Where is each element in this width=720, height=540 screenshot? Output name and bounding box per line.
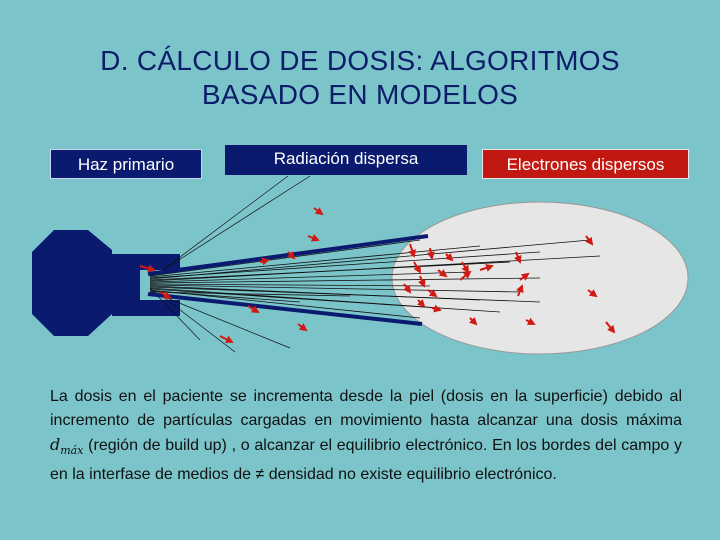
explanation-part-2: (región de build up) , o alcanzar el equ… bbox=[50, 437, 682, 484]
explanation-paragraph: La dosis en el paciente se incrementa de… bbox=[50, 385, 682, 487]
electron-arrows bbox=[139, 207, 616, 343]
linac-head bbox=[32, 230, 180, 336]
dmax-symbol: dmáx bbox=[50, 435, 84, 458]
dmax-subscript: máx bbox=[60, 444, 84, 458]
page-title: D. CÁLCULO DE DOSIS: ALGORITMOS BASADO E… bbox=[0, 44, 720, 112]
primary-beam-rays bbox=[149, 239, 601, 319]
dmax-letter: d bbox=[50, 435, 61, 454]
title-line-1: D. CÁLCULO DE DOSIS: ALGORITMOS bbox=[100, 45, 620, 76]
primary-beam-label: Haz primario bbox=[50, 149, 202, 179]
title-line-2: BASADO EN MODELOS bbox=[201, 79, 519, 110]
scattered-electrons-label: Electrones dispersos bbox=[482, 149, 689, 179]
explanation-part-1: La dosis en el paciente se incrementa de… bbox=[50, 388, 682, 429]
scattered-radiation-label: Radiación dispersa bbox=[225, 145, 467, 175]
